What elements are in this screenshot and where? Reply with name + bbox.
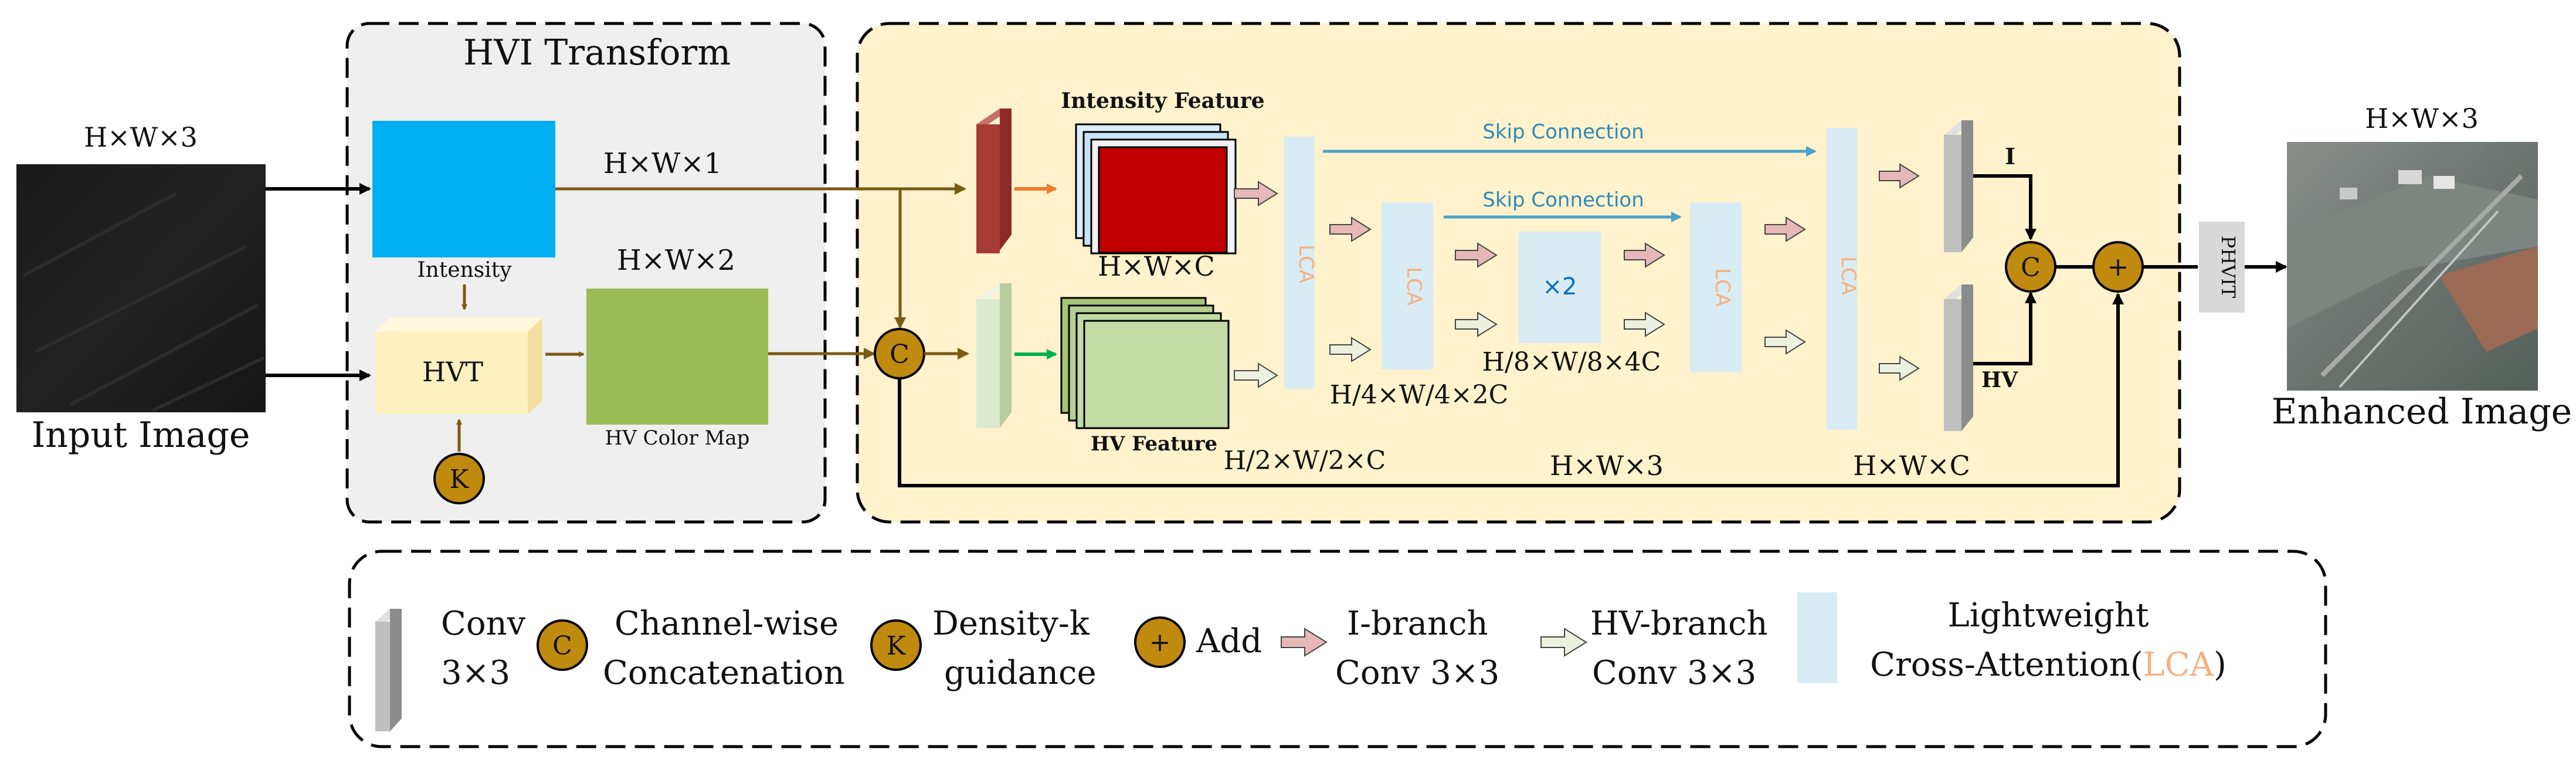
residual-connection <box>898 293 2124 487</box>
skip-connection-1-label: Skip Connection <box>1482 120 1644 144</box>
output-dim: H×W×3 <box>2365 103 2479 134</box>
intensity-feature-stack <box>1075 123 1237 255</box>
i-branch-arrow-5 <box>1764 216 1806 242</box>
i-branch-arrow-4 <box>1624 242 1665 268</box>
hv-conv-block <box>976 283 1012 428</box>
legend-conv-icon <box>375 609 402 731</box>
bottleneck-label: ×2 <box>1543 273 1577 300</box>
network-panel <box>856 22 2181 524</box>
output-label: Enhanced Image <box>2272 391 2572 432</box>
lca-block-4-label: LCA <box>1837 256 1860 295</box>
legend-add-label: Add <box>1196 622 1262 660</box>
dim-hwc-bottom: H×W×C <box>1853 450 1970 482</box>
lca-block-2 <box>1382 202 1433 369</box>
lca-block-3-label: LCA <box>1710 268 1734 307</box>
dim-h2: H/2×W/2×C <box>1224 446 1386 476</box>
skip-connection-2-label: Skip Connection <box>1482 188 1644 212</box>
legend-lca-l2b: LCA <box>2143 646 2214 684</box>
input-image-texture <box>22 192 265 412</box>
legend-i-branch-icon <box>1281 628 1328 657</box>
lca-block-2-label: LCA <box>1402 267 1426 306</box>
legend-hv-branch-icon <box>1540 628 1587 657</box>
lca-block-3 <box>1690 202 1742 372</box>
concat-circle-label: C <box>890 340 909 369</box>
hvi-title: HVI Transform <box>463 32 731 73</box>
intensity-map <box>372 121 555 257</box>
input-label: Input Image <box>32 415 250 456</box>
lca-block-1 <box>1284 137 1315 389</box>
legend-concat-icon <box>537 619 588 671</box>
legend-lca-icon <box>1797 592 1837 683</box>
hv-branch-arrow-1 <box>1234 362 1278 388</box>
phvit-label: PHVIT <box>2217 236 2239 299</box>
i-output-conv <box>1944 120 1973 252</box>
legend-add-icon <box>1134 616 1186 668</box>
legend-lca-l1: Lightweight <box>1948 596 2149 635</box>
legend-hvb-l2: Conv 3×3 <box>1592 654 1756 692</box>
hv-branch-arrow-6 <box>1879 355 1920 381</box>
legend-lca-l2c: ) <box>2214 646 2227 684</box>
lca-block-1-label: LCA <box>1294 245 1318 283</box>
intensity-conv-block <box>976 109 1012 253</box>
legend-density-symbol: K <box>887 631 907 661</box>
k-circle <box>433 453 485 504</box>
input-image <box>16 164 266 412</box>
legend-concat-symbol: C <box>552 631 572 661</box>
hv-output-label: HV <box>1981 368 2018 392</box>
hv-to-concat-arrow <box>1973 291 2037 365</box>
output-concat-label: C <box>2021 253 2041 283</box>
intensity-feature-dim: H×W×C <box>1098 250 1215 282</box>
legend-density-l2: guidance <box>944 654 1097 692</box>
input-dim: H×W×3 <box>84 121 198 153</box>
legend-density-l1: Density-k <box>932 605 1090 643</box>
hv-branch-arrow-5 <box>1764 329 1806 355</box>
legend-conv-l1: Conv <box>441 605 526 643</box>
legend-hvb-l1: HV-branch <box>1590 605 1768 643</box>
i-output-label: I <box>2005 143 2015 169</box>
legend-density-icon <box>870 619 922 671</box>
intensity-label: Intensity <box>417 258 512 282</box>
lca-block-4 <box>1827 128 1857 430</box>
intensity-feature-label: Intensity Feature <box>1061 89 1264 113</box>
hv-color-map <box>586 289 768 425</box>
legend-concat-l1: Channel-wise <box>615 605 839 643</box>
k-circle-label: K <box>450 465 470 494</box>
enhanced-image-texture <box>2287 170 2538 388</box>
hv-color-map-label: HV Color Map <box>605 426 750 450</box>
i-branch-arrow-3 <box>1455 242 1498 268</box>
legend-ib-l2: Conv 3×3 <box>1335 654 1499 692</box>
hv-output-conv <box>1944 284 1973 431</box>
hvt-label: HVT <box>422 356 483 388</box>
legend-ib-l1: I-branch <box>1347 605 1488 643</box>
hvt-block <box>375 318 542 414</box>
hv-branch-arrow-3 <box>1455 311 1498 337</box>
hv-dim: H×W×2 <box>617 244 735 277</box>
hv-branch-arrow-2 <box>1329 337 1372 362</box>
dim-h4: H/4×W/4×2C <box>1330 380 1509 410</box>
i-branch-arrow-1 <box>1234 181 1278 206</box>
legend-lca-l2: Cross-Attention(LCA) <box>1870 646 2227 684</box>
legend-conv-l2: 3×3 <box>441 654 510 692</box>
i-branch-arrow-6 <box>1879 163 1920 189</box>
i-to-concat-arrow <box>1973 174 2037 240</box>
add-circle-label: + <box>2107 252 2129 282</box>
intensity-dim: H×W×1 <box>603 147 722 180</box>
hv-branch-arrow-4 <box>1624 311 1665 337</box>
hv-feature-label: HV Feature <box>1091 432 1217 456</box>
i-branch-arrow-2 <box>1329 216 1372 242</box>
dim-hw3-residual: H×W×3 <box>1550 450 1664 482</box>
legend-concat-l2: Concatenation <box>603 654 845 692</box>
bottleneck-block <box>1519 232 1601 343</box>
hv-feature-stack <box>1060 297 1230 429</box>
legend-lca-l2a: Cross-Attention( <box>1870 646 2143 684</box>
legend-add-symbol: + <box>1149 628 1171 657</box>
dim-h8: H/8×W/8×4C <box>1482 347 1661 377</box>
phvit-block <box>2199 222 2245 313</box>
